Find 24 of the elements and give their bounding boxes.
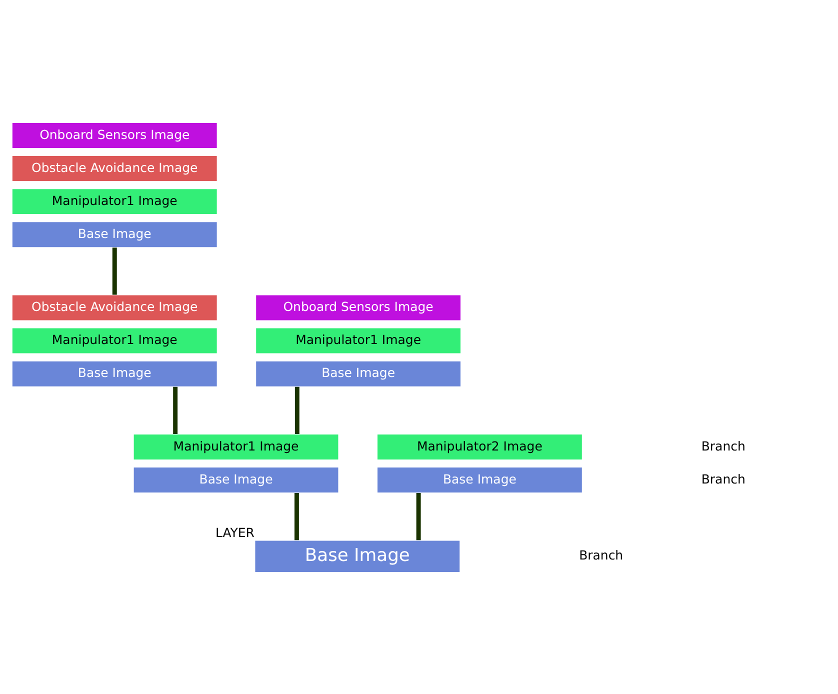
node-box: Base Image [376, 466, 583, 493]
connector [173, 386, 178, 434]
label: Branch [701, 470, 746, 486]
connector [294, 386, 300, 434]
connector [294, 492, 299, 540]
node-box: Obstacle Avoidance Image [12, 154, 218, 182]
node-box: Manipulator2 Image [376, 433, 583, 460]
label: Branch [701, 438, 746, 453]
node-box: Base Image [132, 466, 340, 493]
connector [112, 247, 117, 294]
node-box: Base Image [12, 220, 218, 248]
node-box: Manipulator1 Image [12, 188, 218, 214]
node-box: Manipulator1 Image [12, 326, 218, 354]
connector [416, 492, 421, 540]
node-box: Manipulator1 Image [255, 326, 462, 354]
node-box: Base Image [12, 360, 218, 387]
node-box: Onboard Sensors Image [255, 294, 462, 321]
node-box: Manipulator1 Image [132, 433, 340, 460]
label: Branch [579, 547, 624, 562]
node-box: Base Image [254, 539, 460, 572]
node-box: Obstacle Avoidance Image [12, 294, 218, 321]
node-box: Onboard Sensors Image [12, 122, 218, 148]
node-label: LAYER [215, 524, 255, 540]
node-box: Base Image [255, 360, 462, 387]
